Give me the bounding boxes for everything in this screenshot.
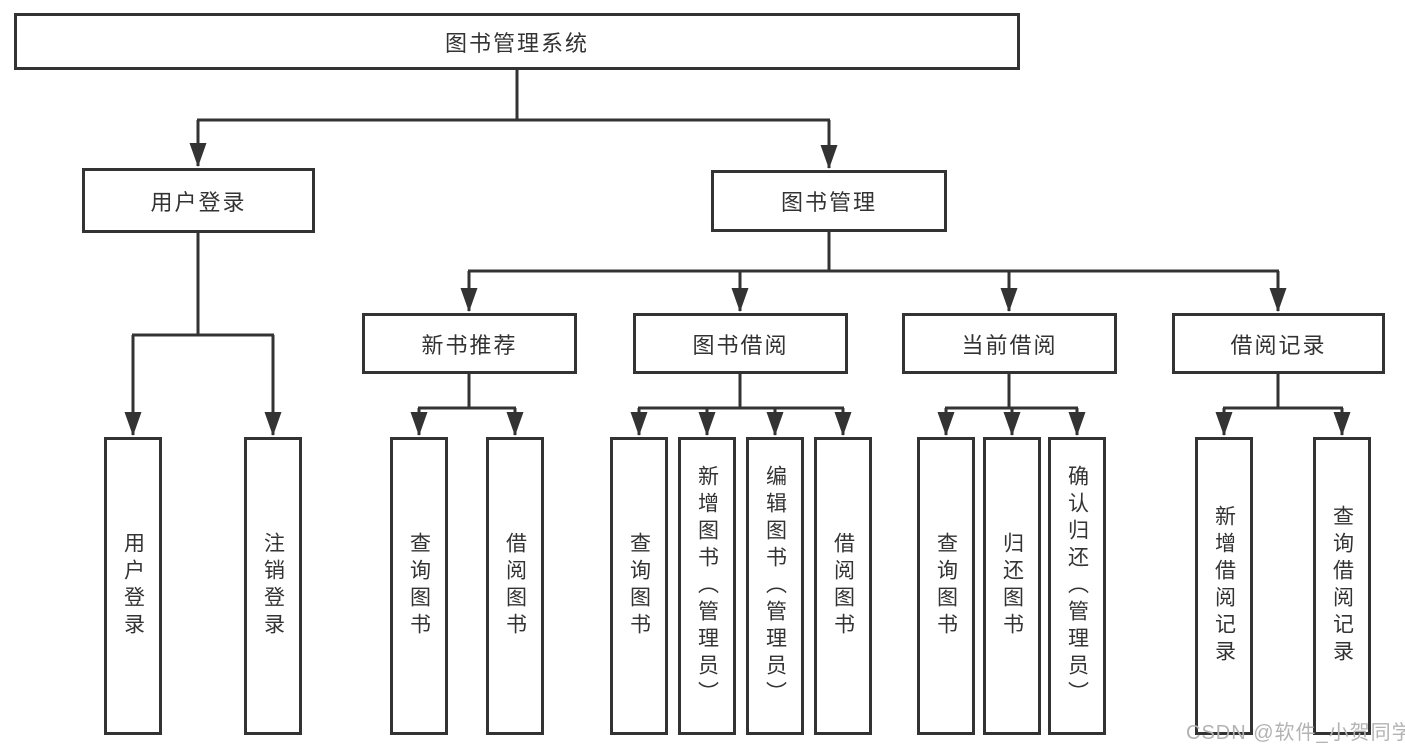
leaf-add-books-admin: 新增图书（管理员） — [678, 437, 736, 735]
leaf-borrow-query-books: 查询图书 — [610, 437, 668, 735]
leaf-recommend-query-books: 查询图书 — [390, 437, 448, 735]
csdn-watermark: CSDN @软件_小贺同学 — [1186, 722, 1405, 744]
node-book-management: 图书管理 — [711, 170, 947, 232]
leaf-current-query-books: 查询图书 — [917, 437, 975, 735]
node-user-login: 用户登录 — [82, 168, 315, 233]
leaf-recommend-borrow-books: 借阅图书 — [486, 437, 544, 735]
leaf-query-borrow-record: 查询借阅记录 — [1313, 437, 1371, 735]
leaf-edit-books-admin: 编辑图书（管理员） — [746, 437, 804, 735]
leaf-logout: 注销登录 — [244, 437, 302, 735]
node-borrow-record: 借阅记录 — [1172, 313, 1385, 374]
node-current-borrow: 当前借阅 — [902, 313, 1117, 374]
leaf-add-borrow-record: 新增借阅记录 — [1195, 437, 1253, 735]
node-root-system: 图书管理系统 — [14, 13, 1020, 70]
leaf-borrow-books: 借阅图书 — [814, 437, 872, 735]
leaf-confirm-return-admin: 确认归还（管理员） — [1048, 437, 1106, 735]
leaf-return-books: 归还图书 — [983, 437, 1041, 735]
node-new-book-recommend: 新书推荐 — [362, 313, 577, 374]
node-book-borrow: 图书借阅 — [633, 313, 848, 374]
leaf-user-login: 用户登录 — [104, 437, 162, 735]
